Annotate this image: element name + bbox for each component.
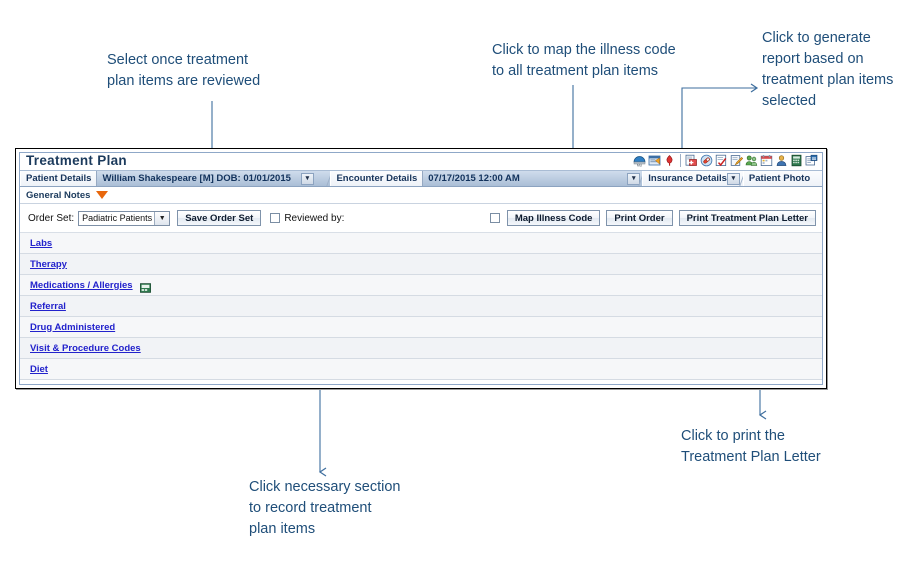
patient-photo-chevron-down-icon[interactable]: ▾ xyxy=(821,172,822,185)
treatment-plan-window-inner: Treatment Plan MU xyxy=(19,152,823,385)
section-link-therapy[interactable]: Therapy xyxy=(30,258,67,270)
tab-insurance-details[interactable]: Insurance Details ▾ xyxy=(642,171,746,186)
section-link-medications-allergies[interactable]: Medications / Allergies xyxy=(30,279,133,291)
annotation-print-treatment-plan-letter: Click to print the Treatment Plan Letter xyxy=(681,428,821,465)
toolbar-separator xyxy=(680,154,681,167)
notes-edit-icon[interactable] xyxy=(730,154,743,167)
tab-encounter-details[interactable]: Encounter Details xyxy=(330,171,424,186)
patient-details-value[interactable]: William Shakespeare [M] DOB: 01/01/2015 … xyxy=(97,171,334,186)
triangle-down-icon[interactable] xyxy=(96,191,109,199)
calculator-icon[interactable] xyxy=(790,154,803,167)
tab-encounter-details-label: Encounter Details xyxy=(336,173,418,184)
general-notes-label: General Notes xyxy=(26,189,91,201)
encounter-details-text: 07/17/2015 12:00 AM xyxy=(428,173,520,184)
message-board-icon[interactable] xyxy=(648,154,661,167)
save-order-set-button[interactable]: Save Order Set xyxy=(177,210,262,226)
medication-icon[interactable] xyxy=(700,154,713,167)
order-set-toolbar: Order Set: Padiatric Patients ▼ Save Ord… xyxy=(20,204,822,233)
order-set-selected-value: Padiatric Patients xyxy=(82,213,153,223)
patient-details-text: William Shakespeare [M] DOB: 01/01/2015 xyxy=(102,173,291,184)
lab-results-icon[interactable] xyxy=(685,154,698,167)
chevron-down-icon[interactable]: ▼ xyxy=(154,211,170,225)
checklist-icon[interactable] xyxy=(715,154,728,167)
annotation-map-illness-code: Click to map the illness code to all tre… xyxy=(492,42,676,79)
print-order-button[interactable]: Print Order xyxy=(606,210,673,226)
section-link-visit-procedure-codes[interactable]: Visit & Procedure Codes xyxy=(30,342,141,354)
section-row-therapy[interactable]: Therapy xyxy=(20,254,822,275)
patient-details-chevron-down-icon[interactable]: ▾ xyxy=(300,172,314,185)
reviewed-by-checkbox[interactable] xyxy=(270,213,281,223)
tab-patient-details[interactable]: Patient Details xyxy=(20,171,98,186)
section-row-diet[interactable]: Diet xyxy=(20,359,822,380)
encounter-details-value[interactable]: 07/17/2015 12:00 AM ▾ xyxy=(423,171,646,186)
documents-icon[interactable] xyxy=(805,154,818,167)
annotation-click-necessary-section: Click necessary section to record treatm… xyxy=(249,479,401,537)
section-link-diet[interactable]: Diet xyxy=(30,363,48,375)
section-row-labs[interactable]: Labs xyxy=(20,233,822,254)
insurance-details-chevron-down-icon[interactable]: ▾ xyxy=(726,172,740,185)
alert-flag-icon[interactable] xyxy=(663,154,676,167)
map-illness-code-checkbox[interactable] xyxy=(489,213,500,223)
meaningful-use-icon[interactable]: MU xyxy=(633,154,646,167)
tab-insurance-details-label: Insurance Details xyxy=(648,173,727,184)
toolbar-icon-tray: MU xyxy=(633,154,818,167)
section-link-labs[interactable]: Labs xyxy=(30,237,53,249)
window-titlebar: Treatment Plan MU xyxy=(20,153,822,170)
annotation-generate-report: Click to generate report based on treatm… xyxy=(762,30,894,109)
general-notes-bar[interactable]: General Notes xyxy=(20,187,822,204)
tab-patient-photo[interactable]: Patient Photo ▾ xyxy=(742,171,822,186)
patient-profile-icon[interactable] xyxy=(775,154,788,167)
reviewed-by-label: Reviewed by: xyxy=(284,212,345,224)
section-row-referral[interactable]: Referral xyxy=(20,296,822,317)
svg-text:MU: MU xyxy=(637,164,643,167)
patient-group-icon[interactable] xyxy=(745,154,758,167)
order-set-select[interactable]: Padiatric Patients ▼ xyxy=(78,210,171,226)
section-link-drug-administered[interactable]: Drug Administered xyxy=(30,321,116,333)
appointment-calendar-icon[interactable] xyxy=(760,154,773,167)
page-title: Treatment Plan xyxy=(26,153,127,168)
section-link-referral[interactable]: Referral xyxy=(30,300,66,312)
tab-patient-photo-label: Patient Photo xyxy=(748,173,811,184)
tab-patient-details-label: Patient Details xyxy=(26,173,92,184)
order-set-label: Order Set: xyxy=(28,212,75,224)
toolbar-action-group: Map Illness Code Print Order Print Treat… xyxy=(489,210,816,226)
section-row-medications-allergies[interactable]: Medications / Allergies xyxy=(20,275,822,296)
map-illness-code-button[interactable]: Map Illness Code xyxy=(506,210,601,226)
section-row-drug-administered[interactable]: Drug Administered xyxy=(20,317,822,338)
patient-context-tabstrip: Patient Details William Shakespeare [M] … xyxy=(20,170,822,187)
sections-empty-area xyxy=(20,380,822,384)
section-row-visit-procedure-codes[interactable]: Visit & Procedure Codes xyxy=(20,338,822,359)
treatment-plan-sections: Labs Therapy Medications / Allergies xyxy=(20,233,822,384)
treatment-plan-window: Treatment Plan MU xyxy=(15,148,827,389)
print-treatment-plan-letter-button[interactable]: Print Treatment Plan Letter xyxy=(678,210,816,226)
medication-box-icon[interactable] xyxy=(139,280,151,293)
annotation-select-once-reviewed: Select once treatment plan items are rev… xyxy=(107,52,261,89)
